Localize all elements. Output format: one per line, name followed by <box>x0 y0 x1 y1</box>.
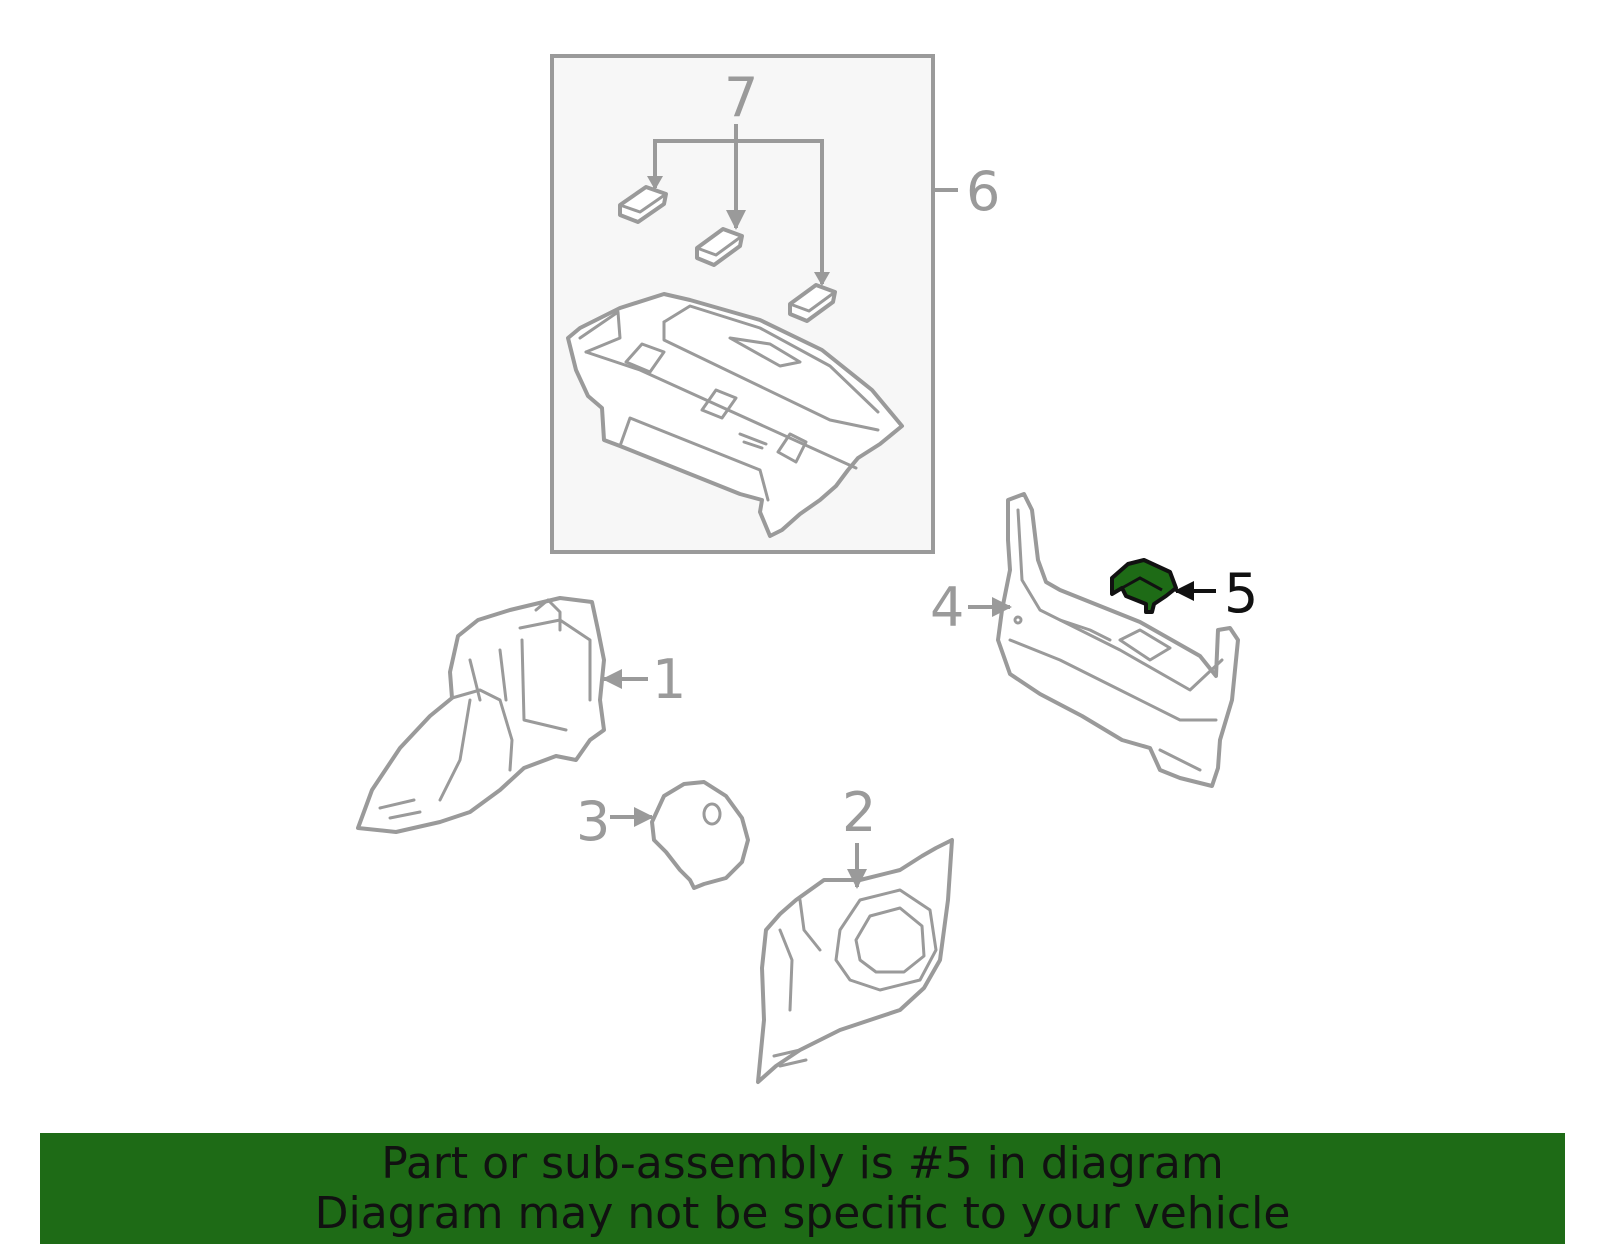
package-tray-part-6 <box>566 292 904 538</box>
callout-number-6: 6 <box>966 160 1000 223</box>
callout-7-leaders <box>647 124 830 286</box>
callout-number-5: 5 <box>1224 562 1258 625</box>
cover-part-3 <box>650 780 750 890</box>
callout-number-4: 4 <box>930 576 964 639</box>
clip-parts-7 <box>618 185 837 323</box>
callout-number-2: 2 <box>842 781 876 844</box>
callout-number-3: 3 <box>576 790 610 853</box>
quarter-trim-part-1 <box>356 596 606 834</box>
banner-line-part-number: Part or sub-assembly is #5 in diagram <box>381 1138 1224 1189</box>
callout-number-1: 1 <box>652 648 686 711</box>
callout-number-7: 7 <box>724 66 758 129</box>
rear-trim-panel-part-4 <box>996 492 1240 788</box>
quarter-trim-part-2 <box>756 838 954 1084</box>
bracket-part-5-highlighted <box>1110 558 1178 614</box>
banner-line-disclaimer: Diagram may not be specific to your vehi… <box>314 1188 1291 1239</box>
info-banner: Part or sub-assembly is #5 in diagram Di… <box>40 1133 1565 1244</box>
